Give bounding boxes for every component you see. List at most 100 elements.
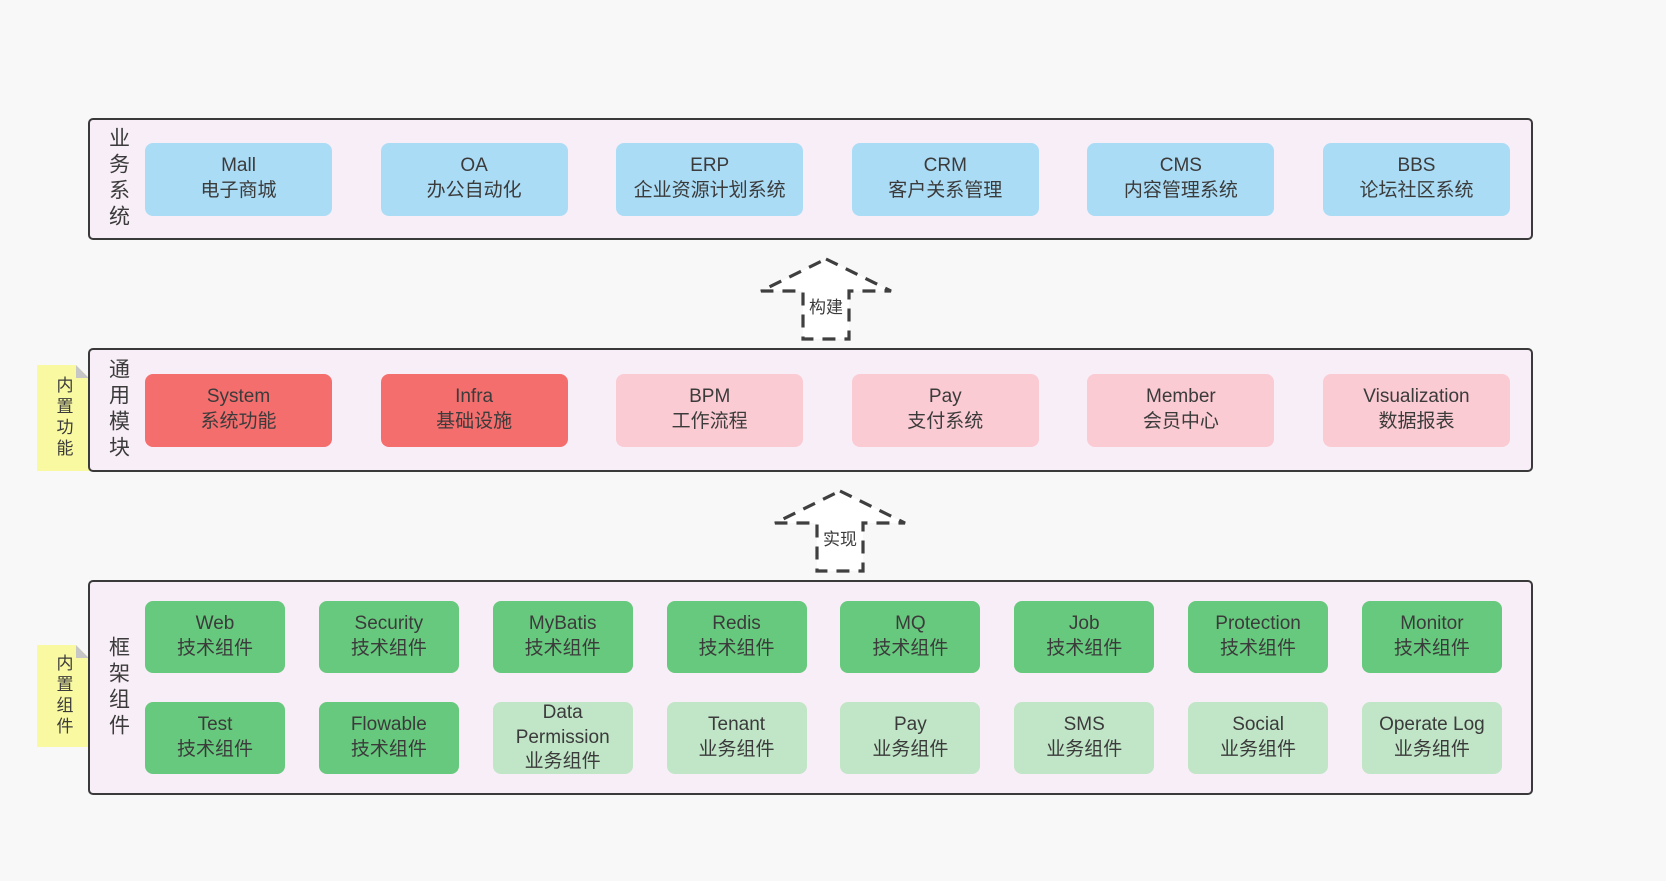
box-member-title: Member: [1146, 386, 1216, 408]
box-bpm-title: BPM: [689, 386, 731, 408]
box-pay-component-title: Pay: [894, 714, 927, 736]
box-tenant-title: Tenant: [708, 714, 766, 736]
box-monitor-subtitle: 技术组件: [1393, 638, 1470, 659]
sticky-note-built-in-components-text: 内置组件: [53, 654, 73, 738]
box-mall-title: Mall: [221, 155, 256, 177]
box-mall-subtitle: 电子商城: [200, 180, 277, 201]
sticky-note-built-in-components: 内置组件: [37, 645, 89, 747]
component-rows: Web 技术组件 Security 技术组件 MyBatis 技术组件 Redi…: [145, 582, 1531, 793]
arrow-build-label: 构建: [806, 292, 846, 319]
box-member: Member 会员中心: [1087, 373, 1275, 447]
box-operate-log-subtitle: 业务组件: [1393, 739, 1470, 760]
arrow-build: 构建: [757, 256, 895, 342]
box-social-title: Social: [1232, 714, 1284, 736]
box-job: Job 技术组件: [1014, 601, 1155, 673]
box-pay-module-title: Pay: [928, 386, 962, 408]
component-row-tech: Web 技术组件 Security 技术组件 MyBatis 技术组件 Redi…: [145, 601, 1502, 673]
box-redis-subtitle: 技术组件: [698, 638, 775, 659]
box-web: Web 技术组件: [145, 601, 285, 673]
box-mq-subtitle: 技术组件: [872, 638, 949, 659]
box-web-subtitle: 技术组件: [176, 638, 253, 659]
box-tenant: Tenant 业务组件: [666, 702, 807, 774]
box-mybatis: MyBatis 技术组件: [492, 601, 633, 673]
box-security-subtitle: 技术组件: [350, 638, 427, 659]
arrow-implement: 实现: [771, 488, 909, 574]
box-crm-title: CRM: [923, 155, 967, 177]
box-protection: Protection 技术组件: [1188, 601, 1329, 673]
box-monitor: Monitor 技术组件: [1361, 601, 1502, 673]
box-system-title: System: [206, 386, 271, 408]
box-infra-subtitle: 基础设施: [436, 411, 513, 432]
box-test-subtitle: 技术组件: [176, 739, 253, 760]
sticky-note-built-in-features-text: 内置功能: [53, 376, 73, 460]
band-common-modules: 通用模块 System 系统功能 Infra 基础设施 BPM 工作流程 Pay…: [88, 348, 1533, 472]
box-system: System 系统功能: [145, 373, 332, 447]
box-cms-subtitle: 内容管理系统: [1123, 180, 1238, 201]
box-pay-component: Pay 业务组件: [840, 702, 981, 774]
box-flowable-title: Flowable: [350, 714, 427, 736]
box-data-permission-subtitle: 业务组件: [524, 751, 601, 773]
band-business-systems-label: 业务系统: [106, 127, 130, 231]
box-protection-title: Protection: [1215, 613, 1301, 635]
box-visualization-title: Visualization: [1363, 386, 1470, 408]
box-member-subtitle: 会员中心: [1142, 411, 1219, 432]
component-row-business: Test 技术组件 Flowable 技术组件 Data Permission …: [145, 702, 1502, 774]
box-pay-component-subtitle: 业务组件: [872, 739, 949, 760]
arrow-implement-label: 实现: [820, 524, 860, 551]
box-social-subtitle: 业务组件: [1220, 739, 1297, 760]
box-visualization: Visualization 数据报表: [1322, 373, 1510, 447]
box-infra-title: Infra: [455, 386, 494, 408]
box-cms-title: CMS: [1159, 155, 1202, 177]
module-boxes: System 系统功能 Infra 基础设施 BPM 工作流程 Pay 支付系统…: [145, 350, 1531, 470]
box-pay-module-subtitle: 支付系统: [907, 411, 984, 432]
box-redis: Redis 技术组件: [666, 601, 807, 673]
box-oa-subtitle: 办公自动化: [426, 180, 522, 201]
box-erp-subtitle: 企业资源计划系统: [633, 180, 786, 201]
sticky-note-built-in-features: 内置功能: [37, 365, 89, 471]
box-erp: ERP 企业资源计划系统: [616, 142, 804, 216]
box-visualization-subtitle: 数据报表: [1378, 411, 1455, 432]
box-pay-module: Pay 支付系统: [851, 373, 1039, 447]
band-common-modules-label-col: 通用模块: [90, 350, 145, 470]
box-oa-title: OA: [460, 155, 488, 177]
business-boxes: Mall 电子商城 OA 办公自动化 ERP 企业资源计划系统 CRM 客户关系…: [145, 120, 1531, 238]
box-sms-subtitle: 业务组件: [1046, 739, 1123, 760]
box-bbs: BBS 论坛社区系统: [1322, 142, 1510, 216]
box-social: Social 业务组件: [1188, 702, 1329, 774]
box-tenant-subtitle: 业务组件: [698, 739, 775, 760]
box-mq: MQ 技术组件: [840, 601, 981, 673]
box-crm: CRM 客户关系管理: [851, 142, 1039, 216]
box-mybatis-subtitle: 技术组件: [524, 638, 601, 659]
box-bbs-subtitle: 论坛社区系统: [1359, 180, 1474, 201]
box-data-permission-title: Data Permission: [515, 701, 610, 748]
box-job-title: Job: [1068, 613, 1100, 635]
box-operate-log: Operate Log 业务组件: [1361, 702, 1502, 774]
band-framework-components-label-col: 框架组件: [90, 582, 145, 793]
band-common-modules-label: 通用模块: [106, 358, 130, 462]
box-erp-title: ERP: [690, 155, 730, 177]
box-redis-title: Redis: [712, 613, 761, 635]
box-flowable-subtitle: 技术组件: [350, 739, 427, 760]
box-security-title: Security: [354, 613, 424, 635]
box-job-subtitle: 技术组件: [1046, 638, 1123, 659]
box-protection-subtitle: 技术组件: [1220, 638, 1297, 659]
band-framework-components: 框架组件 Web 技术组件 Security 技术组件 MyBatis 技术组件…: [88, 580, 1533, 795]
box-infra: Infra 基础设施: [380, 373, 568, 447]
box-security: Security 技术组件: [318, 601, 459, 673]
box-cms: CMS 内容管理系统: [1087, 142, 1275, 216]
box-mq-title: MQ: [895, 613, 926, 635]
box-monitor-title: Monitor: [1400, 613, 1464, 635]
box-web-title: Web: [195, 613, 235, 635]
box-sms: SMS 业务组件: [1014, 702, 1155, 774]
box-flowable: Flowable 技术组件: [318, 702, 459, 774]
box-data-permission: Data Permission 业务组件: [492, 701, 633, 774]
band-framework-components-label: 框架组件: [106, 635, 130, 740]
band-business-systems: 业务系统 Mall 电子商城 OA 办公自动化 ERP 企业资源计划系统 CRM…: [88, 118, 1533, 240]
box-test-title: Test: [197, 714, 233, 736]
box-bbs-title: BBS: [1397, 155, 1436, 177]
box-oa: OA 办公自动化: [380, 142, 568, 216]
box-bpm: BPM 工作流程: [616, 373, 804, 447]
box-bpm-subtitle: 工作流程: [671, 411, 748, 432]
box-test: Test 技术组件: [145, 702, 285, 774]
